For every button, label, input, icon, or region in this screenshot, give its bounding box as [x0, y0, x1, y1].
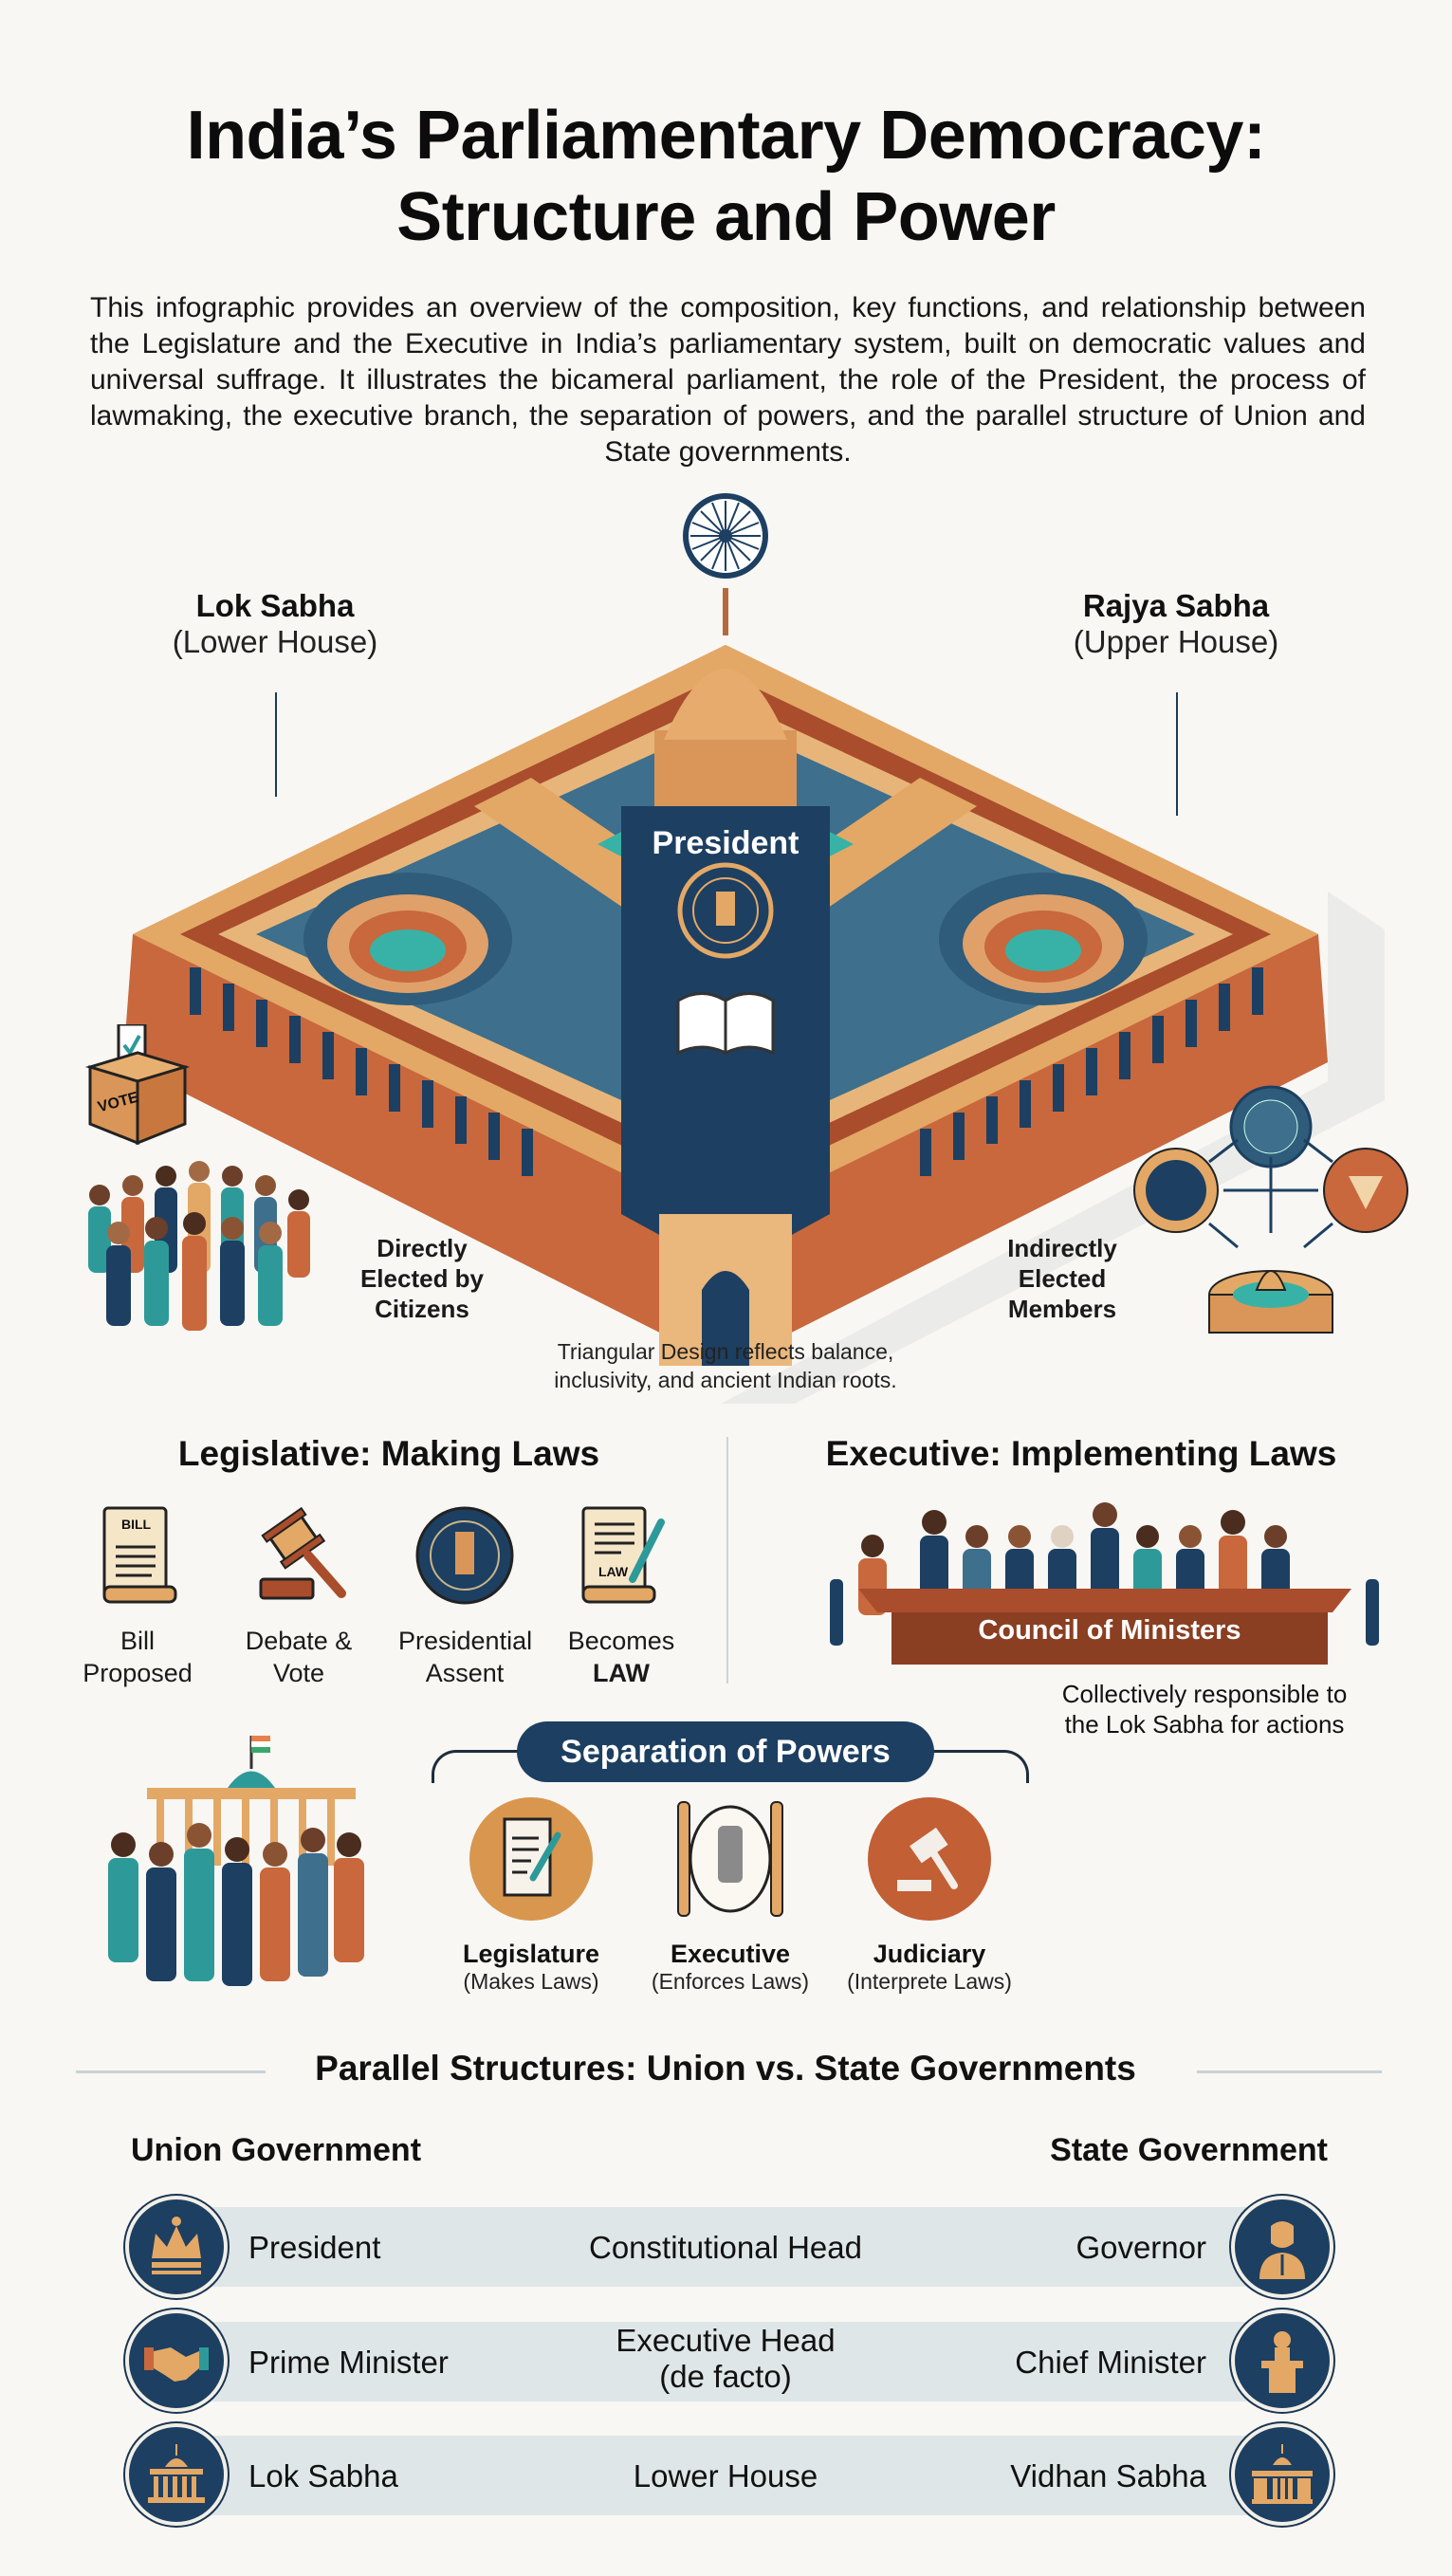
presidential-seal-icon [413, 1503, 517, 1608]
lawmaking-steps: BILL Bill Proposed Debate & Vote [76, 1503, 683, 1693]
ashoka-chakra-icon [683, 493, 768, 579]
union-role: Lok Sabha [248, 2458, 398, 2493]
step-label-line1: Bill [119, 1627, 155, 1655]
law-scroll-icon: LAW [574, 1503, 669, 1608]
design-caption: Triangular Design reflects balance, incl… [554, 1339, 897, 1392]
separation-of-powers-title: Separation of Powers [517, 1721, 934, 1782]
power-sub: (Enforces Laws) [651, 1969, 810, 1994]
step-label-line1: Debate & [245, 1627, 353, 1655]
step-label-line1: Presidential [398, 1627, 533, 1655]
powers-list: Legislature (Makes Laws) Executive (Enfo… [436, 1797, 1024, 2006]
parliament-building-illustration [123, 588, 1385, 1442]
indirectly-elected-label: Indirectly Elected Members [1007, 1234, 1117, 1323]
people-with-parliament-illustration [95, 1731, 379, 1996]
step-label-line2: Proposed [83, 1659, 193, 1687]
lok-sabha-callout: Lok Sabha (Lower House) [152, 588, 398, 660]
handshake-icon [125, 2309, 228, 2412]
power-name: Legislature [462, 1940, 600, 1968]
parliament-illustration: Lok Sabha (Lower House) Rajya Sabha (Upp… [0, 493, 1452, 1442]
step-bill-proposed: BILL Bill Proposed [76, 1503, 199, 1689]
heading-rule-left [76, 2070, 266, 2073]
legislative-heading: Legislative: Making Laws [177, 1434, 600, 1473]
bill-icon-text: BILL [121, 1517, 152, 1532]
page-title: India’s Parliamentary Democracy: Structu… [0, 95, 1452, 258]
state-role: Vidhan Sabha [1010, 2458, 1206, 2493]
council-of-ministers-illustration: Council of Ministers [801, 1494, 1408, 1669]
rajya-sabha-sub: (Upper House) [1073, 624, 1279, 659]
lok-sabha-pointer [275, 692, 277, 797]
executive-note: Collectively responsible to the Lok Sabh… [1061, 1680, 1348, 1739]
judiciary-gavel-icon [868, 1797, 991, 1921]
title-line-2: Structure and Power [396, 179, 1056, 255]
union-government-label: Union Government [131, 2132, 422, 2168]
executive-heading: Executive: Implementing Laws [825, 1434, 1337, 1473]
step-presidential-assent: Presidential Assent [398, 1503, 533, 1689]
step-label-line2: LAW [593, 1659, 650, 1687]
emblem-scroll-icon [669, 1797, 792, 1921]
power-executive: Executive (Enforces Laws) [635, 1797, 825, 1995]
state-government-label: State Government [1050, 2132, 1328, 2168]
ballot-box-icon: VOTE [81, 1022, 194, 1148]
section-divider [726, 1437, 728, 1684]
union-role: President [248, 2230, 381, 2265]
state-role: Governor [1075, 2230, 1206, 2265]
power-name: Judiciary [873, 1940, 986, 1968]
heading-rule-right [1197, 2070, 1382, 2073]
power-judiciary: Judiciary (Interprete Laws) [835, 1797, 1024, 1995]
power-sub: (Interprete Laws) [847, 1969, 1012, 1994]
step-label-line2: Vote [272, 1659, 325, 1687]
step-becomes-law: LAW Becomes LAW [560, 1503, 683, 1689]
rajya-sabha-pointer [1176, 692, 1178, 816]
parallel-heading: Parallel Structures: Union vs. State Gov… [315, 2049, 1136, 2088]
council-of-ministers-label: Council of Ministers [978, 1615, 1241, 1646]
step-label-line2: Assent [425, 1659, 505, 1687]
legislature-scroll-icon [469, 1797, 593, 1921]
rajya-sabha-callout: Rajya Sabha (Upper House) [1048, 588, 1304, 660]
title-line-1: India’s Parliamentary Democracy: [186, 98, 1266, 174]
power-name: Executive [670, 1940, 791, 1968]
lok-sabha-sub: (Lower House) [172, 624, 378, 659]
step-label-line1: Becomes [567, 1627, 675, 1655]
bill-scroll-icon: BILL [95, 1503, 180, 1608]
parliament-building-icon [125, 2423, 228, 2526]
union-role: Prime Minister [248, 2345, 449, 2380]
power-legislature: Legislature (Makes Laws) [436, 1797, 626, 1995]
podium-speaker-icon [1231, 2309, 1333, 2412]
comparison-role: Constitutional Head [588, 2230, 862, 2265]
president-label: President [652, 825, 800, 861]
law-icon-text: LAW [598, 1564, 629, 1579]
crown-icon [125, 2196, 228, 2298]
state-electoral-college-diagram [1129, 1081, 1413, 1347]
comparison-role: Lower House [633, 2458, 818, 2493]
lok-sabha-name: Lok Sabha [195, 588, 355, 623]
state-role: Chief Minister [1015, 2345, 1206, 2380]
gavel-icon [247, 1503, 351, 1608]
comparison-row [209, 2436, 1252, 2515]
assembly-building-icon [1231, 2423, 1333, 2526]
comparison-row [209, 2207, 1252, 2287]
comparison-role: Executive Head (de facto) [616, 2323, 836, 2394]
person-icon [1231, 2196, 1333, 2298]
power-sub: (Makes Laws) [463, 1969, 599, 1994]
directly-elected-label: Directly Elected by Citizens [359, 1234, 485, 1323]
rajya-sabha-name: Rajya Sabha [1082, 588, 1270, 623]
step-debate-vote: Debate & Vote [237, 1503, 360, 1689]
intro-paragraph: This infographic provides an overview of… [90, 292, 1366, 468]
citizens-crowd-illustration [71, 1148, 327, 1337]
comparison-row [209, 2322, 1252, 2401]
